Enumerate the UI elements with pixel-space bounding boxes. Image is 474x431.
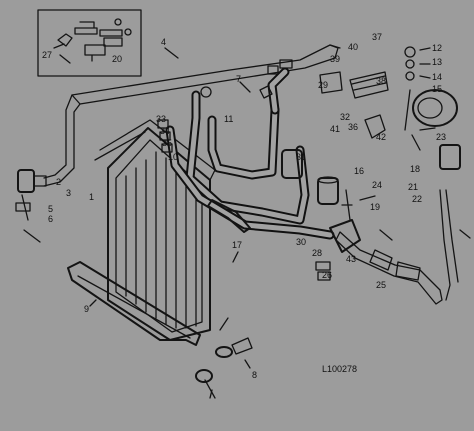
upper-pipe [43,44,339,187]
lower-right-pipe [315,189,459,305]
callout-31: 31 [296,152,306,162]
callout-22: 22 [412,194,422,204]
callout-20: 20 [112,54,122,64]
callout-2: 2 [56,177,61,187]
callout-12: 12 [432,43,442,53]
callout-34: 34 [160,126,170,136]
receiver-drier [281,149,339,205]
callout-7: 7 [236,74,241,84]
compressor-assembly [319,46,461,170]
callout-10: 10 [168,152,178,162]
condenser-core [94,119,216,341]
callout-1: 1 [89,192,94,202]
callout-24: 24 [372,180,382,190]
callout-40: 40 [348,42,358,52]
callout-11: 11 [224,114,233,124]
clamps [157,59,293,233]
callout-6: 6 [48,214,53,224]
callout-43: 43 [346,254,356,264]
callout-17: 17 [232,240,242,250]
callout-29: 29 [318,80,328,90]
callout-36: 36 [348,122,358,132]
callout-33: 33 [156,114,166,124]
callout-13: 13 [432,57,442,67]
callout-16: 16 [354,166,364,176]
leader-lines [89,44,471,399]
callout-5: 5 [48,204,53,214]
callout-14: 14 [432,72,442,82]
callout-42: 42 [376,132,386,142]
callout-19: 19 [370,202,380,212]
callout-38: 38 [376,76,386,86]
callout-26: 26 [322,270,332,280]
callout-labels: 4 1 2 3 5 6 7 8 9 10 11 12 13 14 15 16 1… [42,32,446,380]
callout-41: 41 [330,124,340,134]
callout-3: 3 [66,188,71,198]
callout-4: 4 [161,37,166,47]
callout-25: 25 [376,280,386,290]
bottom-bracket [67,261,201,346]
callout-30: 30 [296,237,306,247]
bottom-parts [195,317,253,399]
callout-32: 32 [340,112,350,122]
center-hoses [165,67,335,240]
callout-39: 39 [330,54,340,64]
left-fitting [15,169,47,243]
callout-27: 27 [42,50,52,60]
callout-9: 9 [84,304,89,314]
inset-detail [37,9,142,77]
callout-35: 35 [162,138,172,148]
callout-23: 23 [436,132,446,142]
callout-37: 37 [372,32,382,42]
callout-8: 8 [252,370,257,380]
callout-21: 21 [408,182,418,192]
callout-15: 15 [432,84,442,94]
callout-18: 18 [410,164,420,174]
reference-code: L100278 [322,364,357,374]
callout-28: 28 [312,248,322,258]
